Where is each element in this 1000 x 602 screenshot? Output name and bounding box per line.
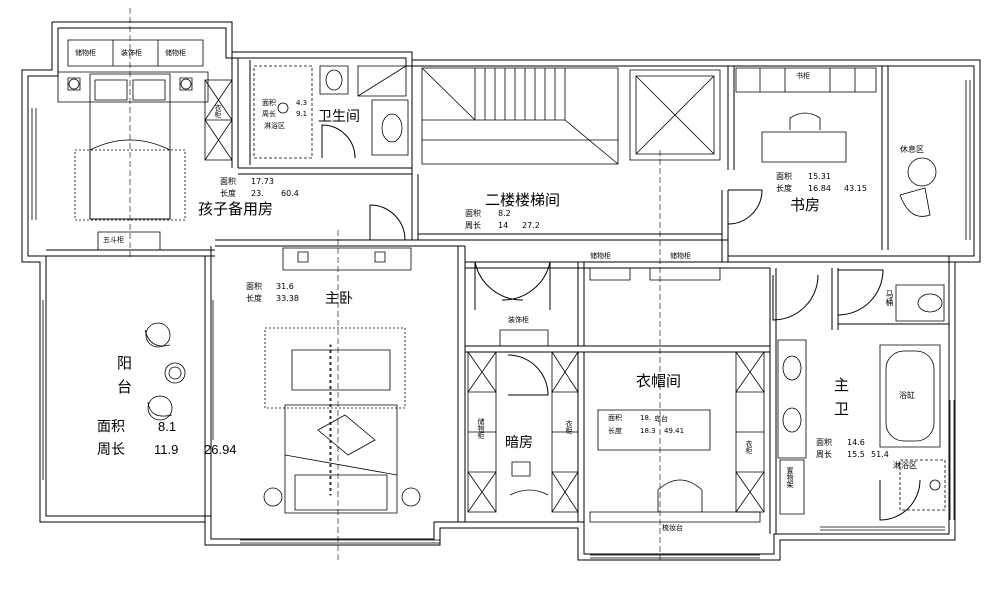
storage-shelf-label: 置物架 bbox=[786, 467, 794, 488]
outer-walls bbox=[22, 22, 980, 560]
closet-coat-label: 衣柜 bbox=[745, 440, 753, 454]
five-drawer-label: 五斗柜 bbox=[103, 236, 124, 244]
master-bath-perim-label: 周长 bbox=[816, 450, 832, 459]
study-furniture bbox=[736, 68, 936, 216]
kids-decor-label: 装饰柜 bbox=[121, 49, 142, 57]
kids-room-name: 孩子备用房 bbox=[198, 200, 274, 218]
staircase bbox=[422, 68, 720, 164]
stairs-area: 8.2 bbox=[498, 209, 511, 218]
bathroom2-area-label: 面积 bbox=[262, 99, 276, 107]
master-bed-area-label: 面积 bbox=[246, 282, 262, 291]
balcony-furniture bbox=[145, 300, 213, 440]
master-bath-area: 14.6 bbox=[847, 438, 865, 447]
kids-room-perim-b: 60.4 bbox=[281, 189, 299, 198]
kids-room-area: 17.73 bbox=[251, 177, 274, 186]
kids-room-perim-label: 长度 bbox=[220, 189, 236, 198]
study-area-label: 面积 bbox=[776, 172, 792, 181]
closet-storage-label: 储物柜 bbox=[590, 252, 611, 260]
study-perim-label: 长度 bbox=[776, 184, 792, 193]
master-bath-toilet: 马桶 bbox=[885, 290, 894, 306]
bathroom2-name: 卫生间 bbox=[318, 109, 360, 125]
stairs-perim-b: 27.2 bbox=[522, 221, 540, 230]
closet-cabinets bbox=[468, 268, 764, 522]
master-bath-perim-b: 51.4 bbox=[871, 450, 889, 459]
stairs-name: 二楼楼梯间 bbox=[485, 191, 561, 209]
kids-bed bbox=[58, 40, 232, 250]
master-bed-area: 31.6 bbox=[276, 282, 294, 291]
stairs-perim-label: 周长 bbox=[465, 221, 481, 230]
darkroom-name: 暗房 bbox=[505, 435, 533, 451]
master-bath-tub: 浴缸 bbox=[899, 391, 915, 400]
study-perim-a: 16.84 bbox=[808, 184, 831, 193]
kids-room-perim-a: 23. bbox=[251, 189, 264, 198]
study-name: 书房 bbox=[790, 196, 821, 214]
stairs-area-label: 面积 bbox=[465, 209, 481, 218]
master-bed bbox=[264, 248, 420, 513]
axis-lines bbox=[130, 8, 660, 560]
closet-decor-label: 装饰柜 bbox=[508, 316, 529, 324]
bathroom2-area: 4.3 bbox=[296, 99, 308, 107]
closet-island: 岛台 bbox=[654, 415, 668, 423]
master-bed-perim: 33.38 bbox=[276, 294, 299, 303]
closet-area-label: 面积 bbox=[608, 414, 622, 422]
kids-storage-label: 储物柜 bbox=[75, 49, 96, 57]
bathroom2-perim-label: 周长 bbox=[262, 110, 276, 118]
closet-storage-label-2: 储物柜 bbox=[670, 252, 691, 260]
master-bed-perim-label: 长度 bbox=[246, 294, 262, 303]
closet-perim-label: 长度 bbox=[608, 427, 622, 435]
bathroom2-shower: 淋浴区 bbox=[264, 122, 285, 130]
bathroom2-perim: 9.1 bbox=[296, 110, 308, 118]
darkroom-storage-label: 储物柜 bbox=[477, 418, 485, 439]
balcony-perim-label: 周长 bbox=[97, 442, 125, 458]
study-rest-area: 休息区 bbox=[900, 145, 924, 154]
kids-storage-label-2: 储物柜 bbox=[165, 49, 186, 57]
closet-name: 衣帽间 bbox=[636, 372, 682, 390]
master-bath-name-a: 主 bbox=[834, 376, 850, 394]
study-area: 15.31 bbox=[808, 172, 831, 181]
dresser-label: 梳妆台 bbox=[662, 524, 683, 532]
closet-area: 18. bbox=[640, 414, 652, 422]
master-bath-shower: 淋浴区 bbox=[893, 461, 917, 470]
balcony-name-b: 台 bbox=[117, 378, 133, 396]
bathroom2-fixtures bbox=[254, 66, 408, 158]
balcony-area-label: 面积 bbox=[97, 419, 125, 435]
master-bath-fixtures bbox=[778, 285, 945, 514]
balcony-perim-a: 11.9 bbox=[154, 442, 179, 457]
master-bath-name-b: 卫 bbox=[834, 400, 850, 418]
master-bath-perim-a: 15.5 bbox=[847, 450, 865, 459]
master-bath-area-label: 面积 bbox=[816, 438, 832, 447]
windows bbox=[28, 80, 970, 558]
master-bed-name: 主卧 bbox=[325, 291, 353, 307]
stairs-perim-a: 14 bbox=[498, 221, 509, 230]
closet-perim-b: 49.41 bbox=[664, 427, 685, 435]
kids-wardrobe-label: 衣柜 bbox=[214, 104, 222, 118]
study-perim-b: 43.15 bbox=[844, 184, 867, 193]
balcony-name-a: 阳 bbox=[117, 354, 133, 372]
kids-room-area-label: 面积 bbox=[220, 177, 236, 186]
balcony-area: 8.1 bbox=[158, 419, 177, 434]
bookcase-label: 书柜 bbox=[796, 72, 810, 80]
closet-perim-a: 18.3 bbox=[640, 427, 656, 435]
balcony-perim-b: 26.94 bbox=[204, 442, 237, 457]
doors bbox=[322, 125, 920, 520]
darkroom-coat-label: 衣柜 bbox=[565, 420, 573, 434]
interior-walls bbox=[46, 52, 955, 534]
